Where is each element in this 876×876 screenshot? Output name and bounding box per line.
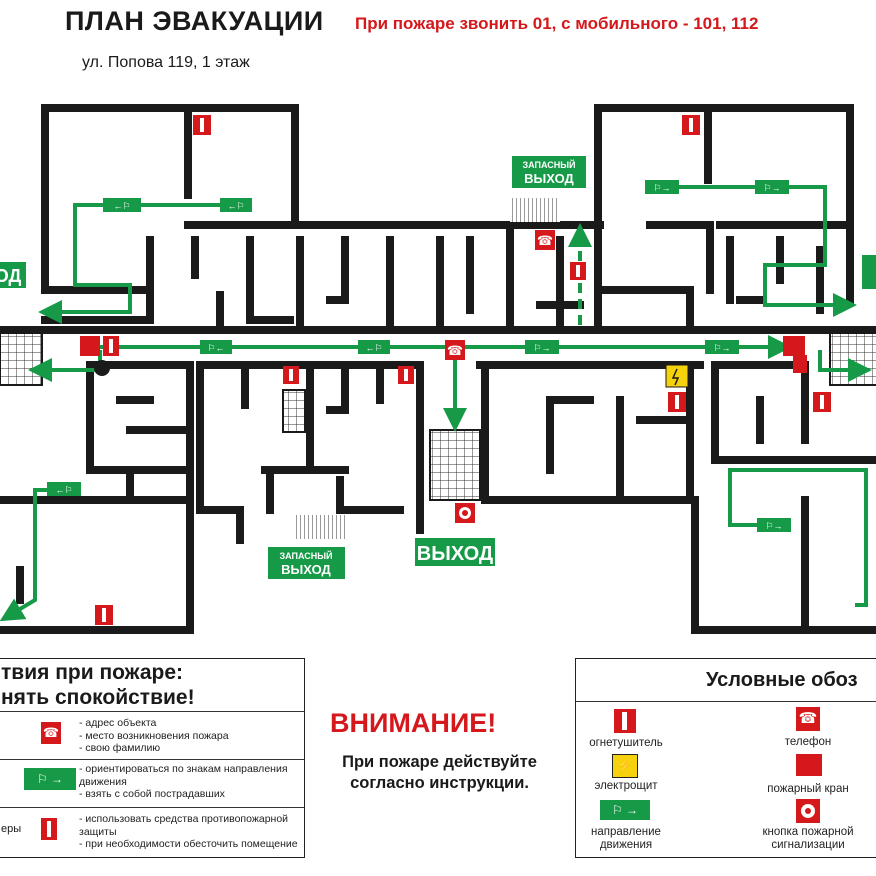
svg-text:⚐→: ⚐→ bbox=[763, 183, 780, 193]
svg-text:ВЫХОД: ВЫХОД bbox=[281, 562, 331, 577]
svg-text:ЗАПАСНЫЙ: ЗАПАСНЫЙ bbox=[522, 159, 575, 170]
phone-icon: ☎ bbox=[796, 707, 820, 731]
electrical-panel-icon: ⚡ bbox=[612, 754, 638, 778]
exit-direction-icon: ⚐ → bbox=[600, 800, 650, 820]
svg-text:ВЫХОД: ВЫХОД bbox=[417, 543, 493, 565]
stairs-small bbox=[282, 389, 306, 433]
floor-plan: ←⚐ ←⚐ ⚐← ←⚐ ⚐→ ⚐→ ⚐→ ⚐→ ←⚐ ⚐→ ☎ ☎ bbox=[0, 104, 876, 634]
phone-icon: ☎ bbox=[41, 722, 61, 744]
address-line: ул. Попова 119, 1 этаж bbox=[82, 54, 250, 71]
warning-text: При пожаре действуйте согласно инструкци… bbox=[342, 753, 537, 792]
legend-title: Условные обоз bbox=[706, 669, 858, 691]
fire-alarm-button-icon bbox=[796, 799, 820, 823]
svg-text:⚐→: ⚐→ bbox=[713, 343, 730, 353]
instruction-row: ☎ - адрес объекта - место возникновения … bbox=[0, 711, 304, 757]
exit-direction-icon: ⚐ → bbox=[24, 768, 76, 790]
svg-text:ВЫХОД: ВЫХОД bbox=[524, 171, 574, 186]
stairs-center bbox=[429, 429, 481, 501]
svg-text:⚐→: ⚐→ bbox=[765, 521, 782, 531]
direction-signs: ←⚐ ←⚐ ⚐← ←⚐ ⚐→ ⚐→ ⚐→ ⚐→ ←⚐ ⚐→ bbox=[47, 180, 791, 532]
exit-sign-left-partial bbox=[0, 262, 26, 288]
svg-text:ЗАПАСНЫЙ: ЗАПАСНЫЙ bbox=[279, 550, 332, 561]
svg-text:⚐→: ⚐→ bbox=[653, 183, 670, 193]
instructions-panel: твия при пожаре: нять спокойствие! ☎ - а… bbox=[0, 658, 305, 858]
svg-text:←⚐: ←⚐ bbox=[55, 485, 72, 495]
legend-panel: Условные обоз огнетушитель ☎ телефон ⚡ э… bbox=[575, 658, 876, 858]
electrical-panel-icon bbox=[665, 364, 689, 388]
fire-hydrant-icon bbox=[80, 336, 100, 356]
fire-hydrant-icon bbox=[796, 754, 822, 776]
you-are-here-marker bbox=[94, 360, 110, 376]
extinguisher-icon bbox=[614, 709, 636, 733]
svg-text:☎: ☎ bbox=[537, 234, 553, 249]
svg-text:ОД: ОД bbox=[0, 266, 21, 286]
fire-hydrant-icon bbox=[783, 336, 805, 356]
stairs-left bbox=[0, 332, 43, 386]
spare-exit-sign-bottom bbox=[268, 547, 345, 579]
exit-sign-main bbox=[415, 538, 495, 566]
svg-text:⚐→: ⚐→ bbox=[533, 343, 550, 353]
walls bbox=[0, 104, 876, 634]
steps-bottom bbox=[295, 515, 345, 539]
svg-text:☎: ☎ bbox=[447, 344, 463, 359]
svg-text:⚐←: ⚐← bbox=[207, 343, 224, 353]
instruction-row: ⚐ → - ориентироваться по знакам направле… bbox=[0, 759, 304, 805]
extinguisher-icon bbox=[41, 818, 57, 840]
instructions-heading-1: твия при пожаре: bbox=[1, 661, 184, 684]
stairs-right bbox=[829, 332, 876, 386]
instruction-row: еры - использовать средства противопожар… bbox=[0, 807, 304, 858]
page-title: ПЛАН ЭВАКУАЦИИ bbox=[65, 6, 324, 36]
svg-text:←⚐: ←⚐ bbox=[227, 201, 244, 211]
phone-icon bbox=[445, 340, 465, 360]
svg-text:←⚐: ←⚐ bbox=[113, 201, 130, 211]
spare-exit-sign-top bbox=[512, 156, 586, 188]
exit-sign-right-partial bbox=[862, 255, 876, 289]
svg-text:←⚐: ←⚐ bbox=[365, 343, 382, 353]
steps-top bbox=[510, 198, 560, 222]
warning-title: ВНИМАНИЕ! bbox=[330, 708, 497, 738]
emergency-phone-note: При пожаре звонить 01, с мобильного - 10… bbox=[355, 14, 759, 33]
instructions-heading-2: нять спокойствие! bbox=[1, 686, 195, 709]
phone-icon bbox=[535, 230, 555, 250]
